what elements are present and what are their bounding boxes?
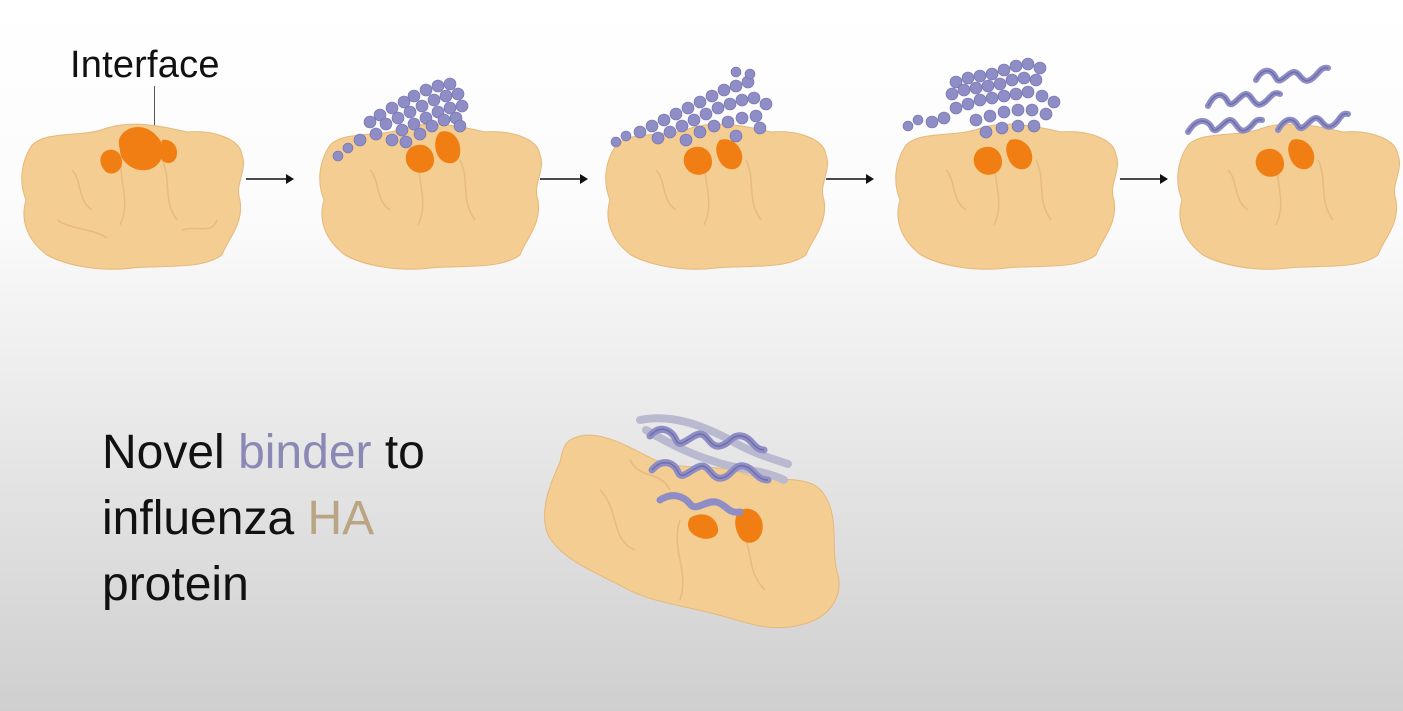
binder-noise-2: [332, 77, 469, 162]
binder-partial-4: [902, 57, 1061, 139]
headline-text-ha: HA: [307, 492, 375, 545]
right-arrow-icon: [244, 170, 296, 188]
binder-complex-image: [540, 400, 850, 640]
headline: Novel binder to influenza HA protein: [102, 420, 522, 618]
headline-text-novel: Novel: [102, 426, 239, 479]
ha-protein-with-binder: [544, 414, 840, 629]
headline-text-influenza: influenza: [102, 492, 308, 545]
protein-surface-3: [605, 66, 828, 270]
stage-noisy-binder-1: [310, 60, 550, 280]
headline-text-protein: protein: [102, 558, 249, 611]
interface-leader-line: [154, 86, 155, 128]
stage-noisy-binder-2: [596, 60, 836, 280]
stage-designed-helical-binder: [1168, 60, 1403, 280]
stage-noisy-binder-3: [886, 57, 1126, 280]
protein-surface-1: [21, 123, 244, 270]
right-arrow-icon: [538, 170, 590, 188]
binder-noise-3: [610, 66, 773, 148]
protein-surface-4: [895, 57, 1118, 270]
interface-label: Interface: [70, 44, 220, 86]
protein-surface-2: [319, 77, 542, 270]
right-arrow-icon: [824, 170, 876, 188]
headline-text-binder: binder: [238, 426, 372, 479]
headline-line-2: influenza HA: [102, 486, 522, 552]
interface-patch-result: [688, 508, 763, 543]
headline-text-to: to: [371, 426, 425, 479]
interface-patch-1: [100, 126, 178, 174]
right-arrow-icon: [1118, 170, 1170, 188]
headline-line-1: Novel binder to: [102, 420, 522, 486]
stage-target-only: [12, 60, 252, 280]
protein-surface-5: [1177, 64, 1400, 270]
